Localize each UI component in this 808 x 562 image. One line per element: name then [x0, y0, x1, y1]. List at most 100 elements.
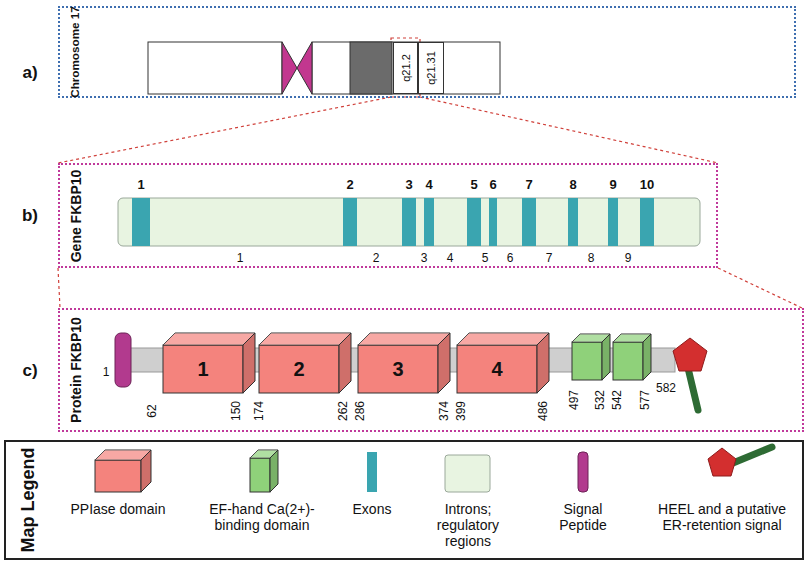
- domain-number: 2: [293, 359, 304, 379]
- legend-text: Signal Peptide: [545, 501, 621, 533]
- signal-peptide: [115, 333, 131, 387]
- box-side: [602, 334, 610, 380]
- exon: [402, 198, 416, 246]
- chromosome-band: [350, 42, 392, 94]
- domain-number: 1: [197, 359, 208, 379]
- box-front: [457, 345, 537, 393]
- box-side: [643, 334, 651, 380]
- box-3d: [250, 450, 278, 492]
- exon-swatch: [367, 452, 377, 492]
- box-top: [457, 333, 549, 345]
- heel-stick: [733, 447, 772, 463]
- exon-number: 4: [425, 178, 432, 191]
- residue-number: 374: [438, 401, 450, 421]
- ppiase-domain: 3: [358, 345, 438, 393]
- exon: [608, 198, 618, 246]
- exon: [640, 198, 654, 246]
- exon: [489, 198, 497, 246]
- exon-number: 5: [470, 178, 477, 191]
- box-side: [537, 333, 549, 393]
- panel-letter: b): [22, 207, 38, 224]
- box-side: [141, 450, 151, 492]
- box-side: [270, 450, 278, 492]
- exon-number: 3: [405, 178, 412, 191]
- box-front: [572, 342, 602, 380]
- box-side-shade: [243, 333, 255, 393]
- box-front: [613, 342, 643, 380]
- exon-number: 7: [525, 178, 532, 191]
- box-front: [259, 345, 339, 393]
- zoom-line: [58, 268, 60, 308]
- chromosome-arm: [148, 42, 282, 94]
- box-side-shade: [537, 333, 549, 393]
- zoom-line: [420, 97, 718, 163]
- box-3d: [358, 333, 450, 393]
- panel-letter: a): [22, 64, 37, 81]
- heel-signal: [673, 338, 707, 371]
- box-top-shade: [259, 333, 351, 345]
- residue-number: 62: [146, 404, 158, 417]
- centromere: [282, 42, 297, 94]
- box-3d: [572, 334, 610, 380]
- box-front: [358, 345, 438, 393]
- zoom-box: [391, 38, 420, 97]
- chromosome-arm: [312, 42, 500, 94]
- centromere: [297, 42, 312, 94]
- residue-number: 262: [337, 401, 349, 421]
- box-side-shade: [339, 333, 351, 393]
- intron-swatch: [445, 455, 490, 492]
- panel-letter: c): [22, 362, 37, 379]
- box-3d: [613, 334, 651, 380]
- ppiase-domain: 2: [259, 345, 339, 393]
- legend-text: EF-hand Ca(2+)-binding domain: [206, 501, 318, 533]
- box-top-shade: [457, 333, 549, 345]
- heel-stick: [688, 368, 698, 410]
- residue-number: 399: [455, 401, 467, 421]
- box-side: [438, 333, 450, 393]
- box-top: [259, 333, 351, 345]
- panel-heading: Gene FKBP10: [69, 169, 83, 262]
- ppiase-domain: 1: [163, 345, 243, 393]
- chromosome-band: q21.31: [418, 42, 444, 94]
- residue-number: 174: [253, 401, 265, 421]
- residue-number: 1: [103, 366, 110, 378]
- signal-swatch: [578, 452, 588, 492]
- intron-number: 8: [588, 252, 595, 264]
- box-front: [95, 460, 141, 492]
- exon-number: 9: [609, 178, 616, 191]
- box-front: [163, 345, 243, 393]
- box-3d: [457, 333, 549, 393]
- legend-text: PPIase domain: [63, 501, 173, 517]
- exon-number: 6: [489, 178, 496, 191]
- box-3d: [259, 333, 351, 393]
- exon: [568, 198, 578, 246]
- box-front: [250, 458, 270, 492]
- chromosome-panel: Chromosome 17 q21.2 q21.31: [58, 6, 796, 98]
- legend-box: Map Legend: [4, 440, 804, 560]
- box-side-shade: [602, 334, 610, 380]
- legend-text: Exons: [342, 501, 402, 517]
- box-3d: [163, 333, 255, 393]
- box-side-shade: [438, 333, 450, 393]
- residue-number: 582: [656, 382, 676, 394]
- box-side: [243, 333, 255, 393]
- protein-panel: Protein FKBP101234: [58, 308, 804, 432]
- chromosome-band: q21.2: [393, 42, 418, 94]
- intron-number: 2: [373, 252, 380, 264]
- box-side-shade: [643, 334, 651, 380]
- box-side-shade: [141, 450, 151, 492]
- exon: [132, 198, 150, 246]
- band-label: q21.31: [426, 51, 437, 85]
- zoom-line: [58, 97, 391, 163]
- exon: [467, 198, 481, 246]
- intron-number: 1: [237, 252, 244, 264]
- ppiase-domain: 4: [457, 345, 537, 393]
- legend-text: HEEL and a putative ER-retention signal: [647, 501, 797, 533]
- residue-number: 286: [354, 401, 366, 421]
- zoom-line: [718, 268, 802, 308]
- box-top-shade: [358, 333, 450, 345]
- box-top: [163, 333, 255, 345]
- exon-number: 1: [137, 178, 144, 191]
- panel-heading: Chromosome 17: [69, 6, 81, 98]
